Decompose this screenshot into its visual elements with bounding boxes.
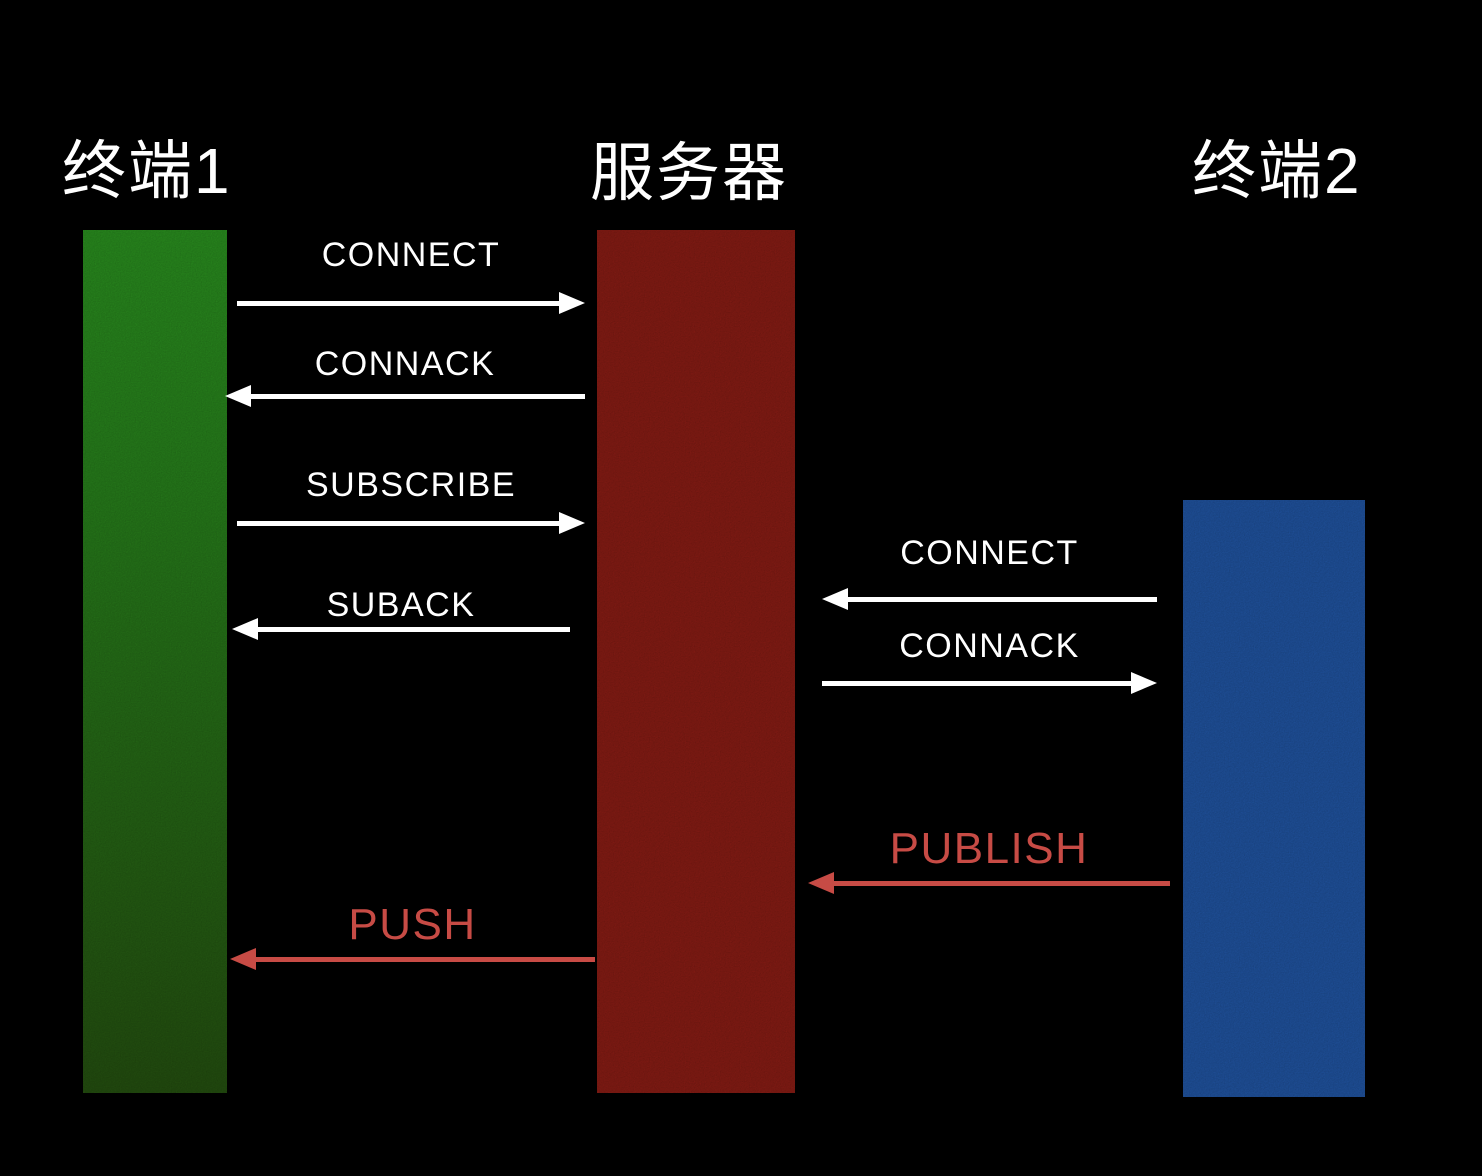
lifeline-terminal2 xyxy=(1183,500,1365,1097)
texture-noise xyxy=(1183,500,1365,1097)
arrowhead-left-icon xyxy=(808,872,834,894)
texture-noise xyxy=(83,230,227,1093)
message-label: SUBACK xyxy=(326,586,476,624)
message-label: CONNECT xyxy=(900,534,1079,572)
message-label: CONNECT xyxy=(321,236,501,274)
arrow-line xyxy=(822,681,1133,686)
arrowhead-left-icon xyxy=(232,618,258,640)
arrowhead-right-icon xyxy=(559,292,585,314)
arrowhead-left-icon xyxy=(225,385,251,407)
message-label: PUSH xyxy=(348,900,477,949)
arrowhead-left-icon xyxy=(230,948,256,970)
message-label: CONNACK xyxy=(899,627,1080,665)
arrow-line xyxy=(237,301,561,306)
message-connect-t1: CONNECT xyxy=(237,236,585,326)
arrow-line xyxy=(249,394,585,399)
arrowhead-left-icon xyxy=(822,588,848,610)
arrow-line xyxy=(256,627,570,632)
arrowhead-right-icon xyxy=(1131,672,1157,694)
lifeline-server xyxy=(597,230,795,1093)
arrow-line xyxy=(254,957,595,962)
arrow-line xyxy=(237,521,561,526)
message-subscribe: SUBSCRIBE xyxy=(237,466,585,556)
message-push: PUSH xyxy=(230,900,595,990)
message-connack-t2: CONNACK xyxy=(822,627,1157,707)
arrowhead-right-icon xyxy=(559,512,585,534)
message-label: PUBLISH xyxy=(889,824,1089,873)
lifeline-terminal1 xyxy=(83,230,227,1093)
message-label: SUBSCRIBE xyxy=(306,466,516,504)
participant-label-server: 服务器 xyxy=(590,137,788,209)
arrow-line xyxy=(846,597,1157,602)
arrow-line xyxy=(832,881,1170,886)
texture-noise xyxy=(597,230,795,1093)
message-label: CONNACK xyxy=(314,345,496,383)
message-connack-t1: CONNACK xyxy=(225,345,585,425)
message-suback: SUBACK xyxy=(232,586,570,666)
participant-label-terminal2: 终端2 xyxy=(1192,135,1362,207)
message-connect-t2: CONNECT xyxy=(822,534,1157,624)
message-publish: PUBLISH xyxy=(808,824,1170,914)
participant-label-terminal1: 终端1 xyxy=(62,135,232,207)
